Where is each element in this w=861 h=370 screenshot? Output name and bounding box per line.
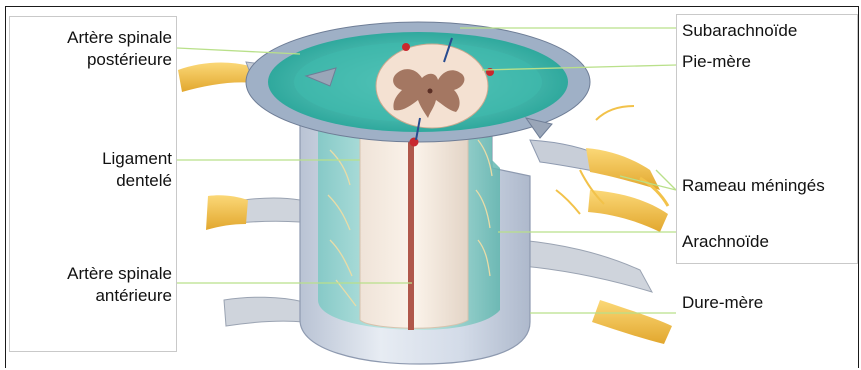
label-pia-mater: Pie-mère (682, 51, 751, 73)
label-meningeal-branch: Rameau méningés (682, 175, 825, 197)
label-posterior-spinal-artery: Artère spinale postérieure (14, 27, 172, 71)
label-dentate-ligament: Ligament dentelé (14, 148, 172, 192)
label-dentate-ligament-line2: dentelé (14, 170, 172, 192)
posterior-spinal-artery-dot (402, 43, 410, 51)
label-arachnoid: Arachnoïde (682, 231, 769, 253)
label-anterior-spinal-artery: Artère spinale antérieure (14, 263, 172, 307)
label-anterior-spinal-artery-line1: Artère spinale (14, 263, 172, 285)
label-subarachnoid: Subarachnoïde (682, 20, 797, 42)
label-anterior-spinal-artery-line2: antérieure (14, 285, 172, 307)
label-dentate-ligament-line1: Ligament (14, 148, 172, 170)
label-posterior-spinal-artery-line1: Artère spinale (14, 27, 172, 49)
anterior-spinal-artery-vessel (408, 120, 414, 330)
label-dura-mater: Dure-mère (682, 292, 763, 314)
label-posterior-spinal-artery-line2: postérieure (14, 49, 172, 71)
